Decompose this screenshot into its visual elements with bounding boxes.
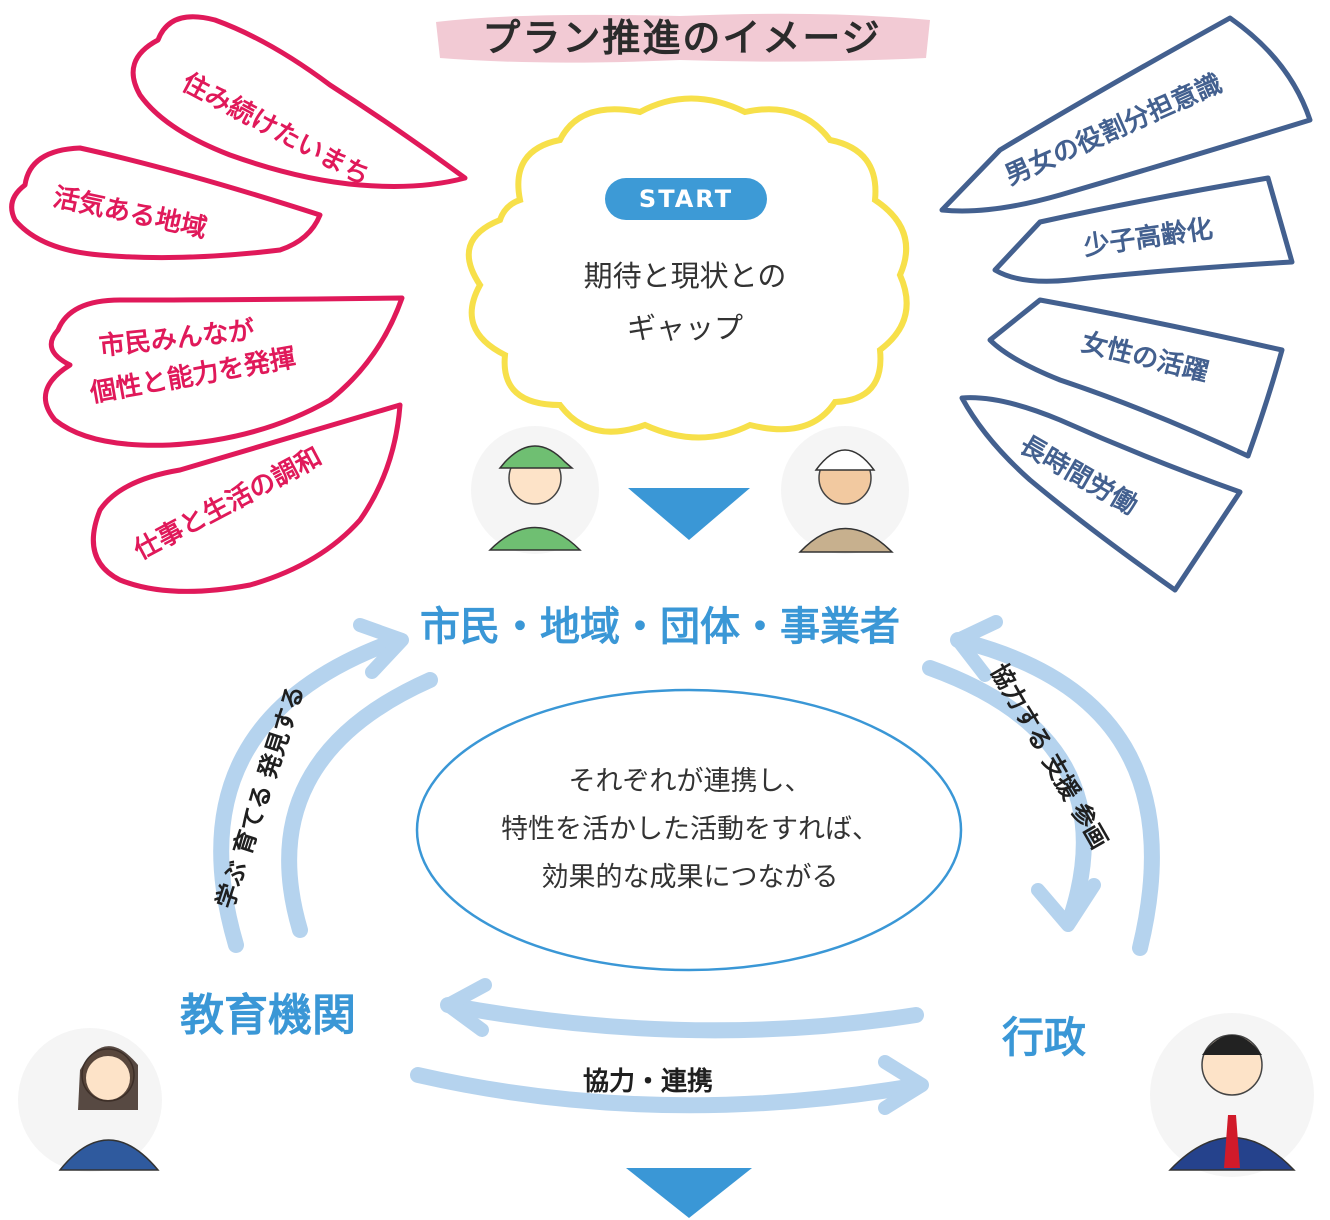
- expectation-shape-1: [130, 14, 468, 189]
- page-title: プラン推進のイメージ: [482, 15, 882, 60]
- actor-top-label: 市民・地域・団体・事業者: [420, 604, 900, 650]
- arrowhead-right-down: [1031, 878, 1101, 932]
- expectation-shape-2: [9, 145, 323, 261]
- center-line-2: 特性を活かした活動をすれば、: [501, 814, 879, 845]
- person-bottom-left: [18, 1028, 162, 1172]
- cycle-arrow-left-inner: [281, 672, 438, 938]
- actor-left-label: 教育機関: [180, 990, 356, 1041]
- reality-shape-1: [939, 15, 1313, 214]
- start-cloud-text: 期待と現状との ギャップ: [520, 250, 850, 354]
- cycle-arrowheads: [353, 615, 1101, 1115]
- actor-right-label: 行政: [1002, 1013, 1086, 1062]
- down-arrow-bottom: [626, 1168, 752, 1218]
- reality-shape-4: [959, 395, 1243, 593]
- start-cloud: [465, 95, 910, 441]
- expectation-shapes: [9, 14, 468, 594]
- start-badge: START: [605, 178, 767, 220]
- center-message: それぞれが連携し、 特性を活かした活動をすれば、 効果的な成果につながる: [425, 758, 955, 902]
- expectation-shape-3: [43, 295, 405, 448]
- center-line-1: それぞれが連携し、: [568, 766, 812, 797]
- reality-shapes: [939, 15, 1313, 593]
- person-top-right: [781, 426, 909, 554]
- cycle-arrow-right-inner: [922, 660, 1092, 928]
- start-line-1: 期待と現状との: [583, 259, 787, 293]
- expectation-shape-4: [90, 402, 403, 594]
- cycle-arrows: [213, 632, 1160, 1114]
- cycle-arrow-right-outer: [950, 632, 1160, 956]
- person-bottom-right: [1150, 1013, 1314, 1177]
- start-line-2: ギャップ: [626, 311, 743, 345]
- cycle-arrow-left-outer: [213, 632, 406, 953]
- arrow-label-right: 協力する 支援 参画: [985, 659, 1114, 854]
- arrowhead-top-left: [353, 618, 409, 679]
- arrow-label-bottom: 協力・連携: [583, 1066, 713, 1097]
- arrowhead-top-right: [951, 615, 1003, 682]
- down-arrow-top: [628, 488, 750, 540]
- arrowhead-left: [441, 978, 492, 1037]
- cycle-arrow-bottom-lower: [410, 1067, 928, 1114]
- center-line-3: 効果的な成果につながる: [541, 862, 839, 893]
- reality-shape-2: [992, 175, 1295, 284]
- center-ellipse: [415, 688, 963, 972]
- title-brush-band: [436, 13, 930, 63]
- reality-shape-3: [987, 297, 1285, 459]
- arrowhead-right: [878, 1055, 929, 1115]
- person-top-left: [471, 426, 599, 554]
- cycle-arrow-bottom-upper: [440, 997, 924, 1039]
